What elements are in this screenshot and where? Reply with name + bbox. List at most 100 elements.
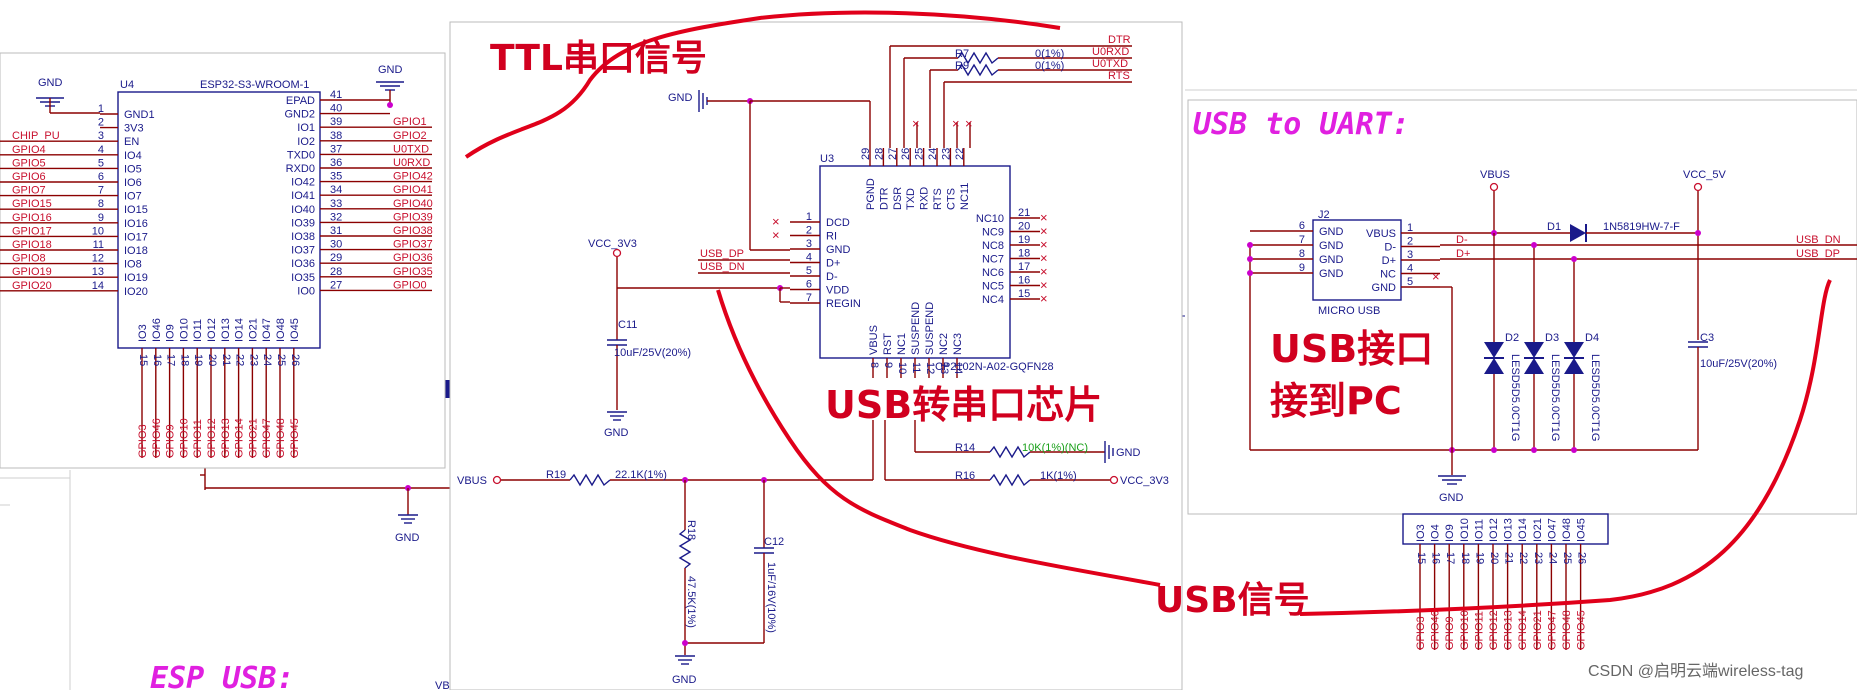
j2-pin-name: NC [1380,269,1396,281]
svg-text:×: × [1040,278,1048,293]
j2-pin-num: 9 [1299,262,1305,274]
u3-pin-name: D- [826,271,838,283]
u3-bottom-pins: VBUS8RST9NC110SUSPEND11SUSPEND12NC213NC3… [868,302,964,378]
anno-esp-usb: ESP USB: [150,661,295,690]
u4-repeat-net: GPIO14 [1517,610,1529,650]
u4-pin-num: 36 [330,157,342,169]
u4-pin-name: IO4 [124,150,142,162]
u4-pin-name: IO7 [124,191,142,203]
j2-part: MICRO USB [1318,305,1380,317]
u3-pin-num: 14 [952,362,964,374]
u3-pin-name: NC9 [982,227,1004,239]
u4-repeat-net: GPIO12 [1488,610,1500,650]
d4-value: LESD5D5.0CT1G [1589,354,1601,441]
u3-pin-name: DSR [892,187,904,210]
u4-net-label: GPIO38 [393,225,433,237]
u4-pin-num: 25 [275,354,287,366]
net-u0txd: U0TXD [1092,58,1128,70]
anno-usb-chip: USB转串口芯片 [825,383,1102,427]
bg-vb-label: VB [435,680,450,690]
u4-pin-num: 22 [234,354,246,366]
u4-pin-name: IO16 [124,218,148,230]
r16-vcc-label: VCC_3V3 [1120,475,1169,487]
u4-pin-name: IO39 [291,217,315,229]
j2-pin-num: 4 [1407,263,1413,275]
svg-text:×: × [952,116,960,131]
u4-net-label: GPIO15 [12,198,52,210]
u4-pin-num: 1 [98,103,104,115]
red-annotations: TTL串口信号 USB转串口芯片 USB信号 USB接口 接到PC ESP US… [150,10,1832,690]
u4-repeat-pin-name: IO9 [1444,524,1456,542]
u4-pin-num: 13 [92,266,104,278]
u3-pin-num: 19 [1018,234,1030,246]
u4-pin-name: IO18 [124,245,148,257]
u4-repeat-pin-num: 18 [1459,552,1471,564]
u4-repeat-net: GPIO10 [1459,610,1471,650]
u3-pin-num: 13 [938,362,950,374]
net-rts: RTS [1108,70,1130,82]
u3-usb-dp: USB_DP [700,248,744,260]
r19-ref: R19 [546,469,566,481]
r9-ref: R9 [955,60,969,72]
u4-net-label: GPIO1 [393,116,427,128]
j2-pin-num: 5 [1407,276,1413,288]
u3-pin-num: 21 [1018,207,1030,219]
u4-net-label: GPIO9 [165,424,177,458]
d2-ref: D2 [1505,332,1519,344]
u4-net-label: GPIO47 [261,418,273,458]
u4-net-label: GPIO8 [12,253,46,265]
svg-text:×: × [1040,264,1048,279]
u4-pin-num: 23 [247,354,259,366]
u3-pin-num: 29 [860,148,872,160]
u3-pin-num: 16 [1018,275,1030,287]
net-dtr: DTR [1108,34,1131,46]
u4-repeat-pin-num: 22 [1517,552,1529,564]
u3-pin-name: D+ [826,258,840,270]
u4-net-label: GPIO20 [12,280,52,292]
r9-value: 0(1%) [1035,60,1064,72]
u3-pin-num: 27 [887,148,899,160]
u4-pin-name: GND2 [284,109,315,121]
u3-pin-name: DTR [878,187,890,210]
c11-gnd-label: GND [604,427,629,439]
u3-pin-name: NC6 [982,267,1004,279]
u3-ref: U3 [820,153,834,165]
u3-pin-num: 18 [1018,248,1030,260]
u4-pin-name: IO1 [297,122,315,134]
u4-pin-num: 32 [330,211,342,223]
u3-pin-name: VDD [826,285,849,297]
u4-net-label: GPIO16 [12,212,52,224]
u4-pin-name: IO40 [291,204,315,216]
u4-chip-body [117,91,321,349]
j2-gnd-label: GND [1439,492,1464,504]
u4-pin-num: 8 [98,198,104,210]
u4-repeat-pin-name: IO14 [1517,518,1529,542]
u3-pin-name: NC11 [959,183,971,210]
u4-pin-name: IO37 [291,245,315,257]
u4-pin-num: 6 [98,171,104,183]
r14-ref: R14 [955,442,975,454]
u3-pin-num: 17 [1018,261,1030,273]
u4-net-label: GPIO46 [151,418,163,458]
background-sheet: GND VB [0,79,1857,690]
u4-repeat-net: GPIO21 [1532,610,1544,650]
u4-pin-num: 30 [330,239,342,251]
u4-pin-name: IO6 [124,177,142,189]
u4-net-label: GPIO40 [393,198,433,210]
u4-net-label: GPIO42 [393,171,433,183]
u4-pin-num: 26 [289,354,301,366]
u4-repeat-pins: IO315GPIO3IO416GPIO46IO917GPIO9IO1018GPI… [1415,518,1588,650]
u4-pin-num: 18 [178,354,190,366]
u4-net-label: CHIP_PU [12,130,60,142]
u3-pin-name: GND [826,244,851,256]
u3-pin-name: TXD [905,188,917,210]
j2-dminus-net: D- [1456,234,1468,246]
r14-gnd-label: GND [1116,447,1141,459]
j2-pin-name: GND [1319,254,1344,266]
anno-ttl: TTL串口信号 [490,38,707,79]
u4-net-label: GPIO2 [393,130,427,142]
u4-pin-num: 2 [98,117,104,129]
